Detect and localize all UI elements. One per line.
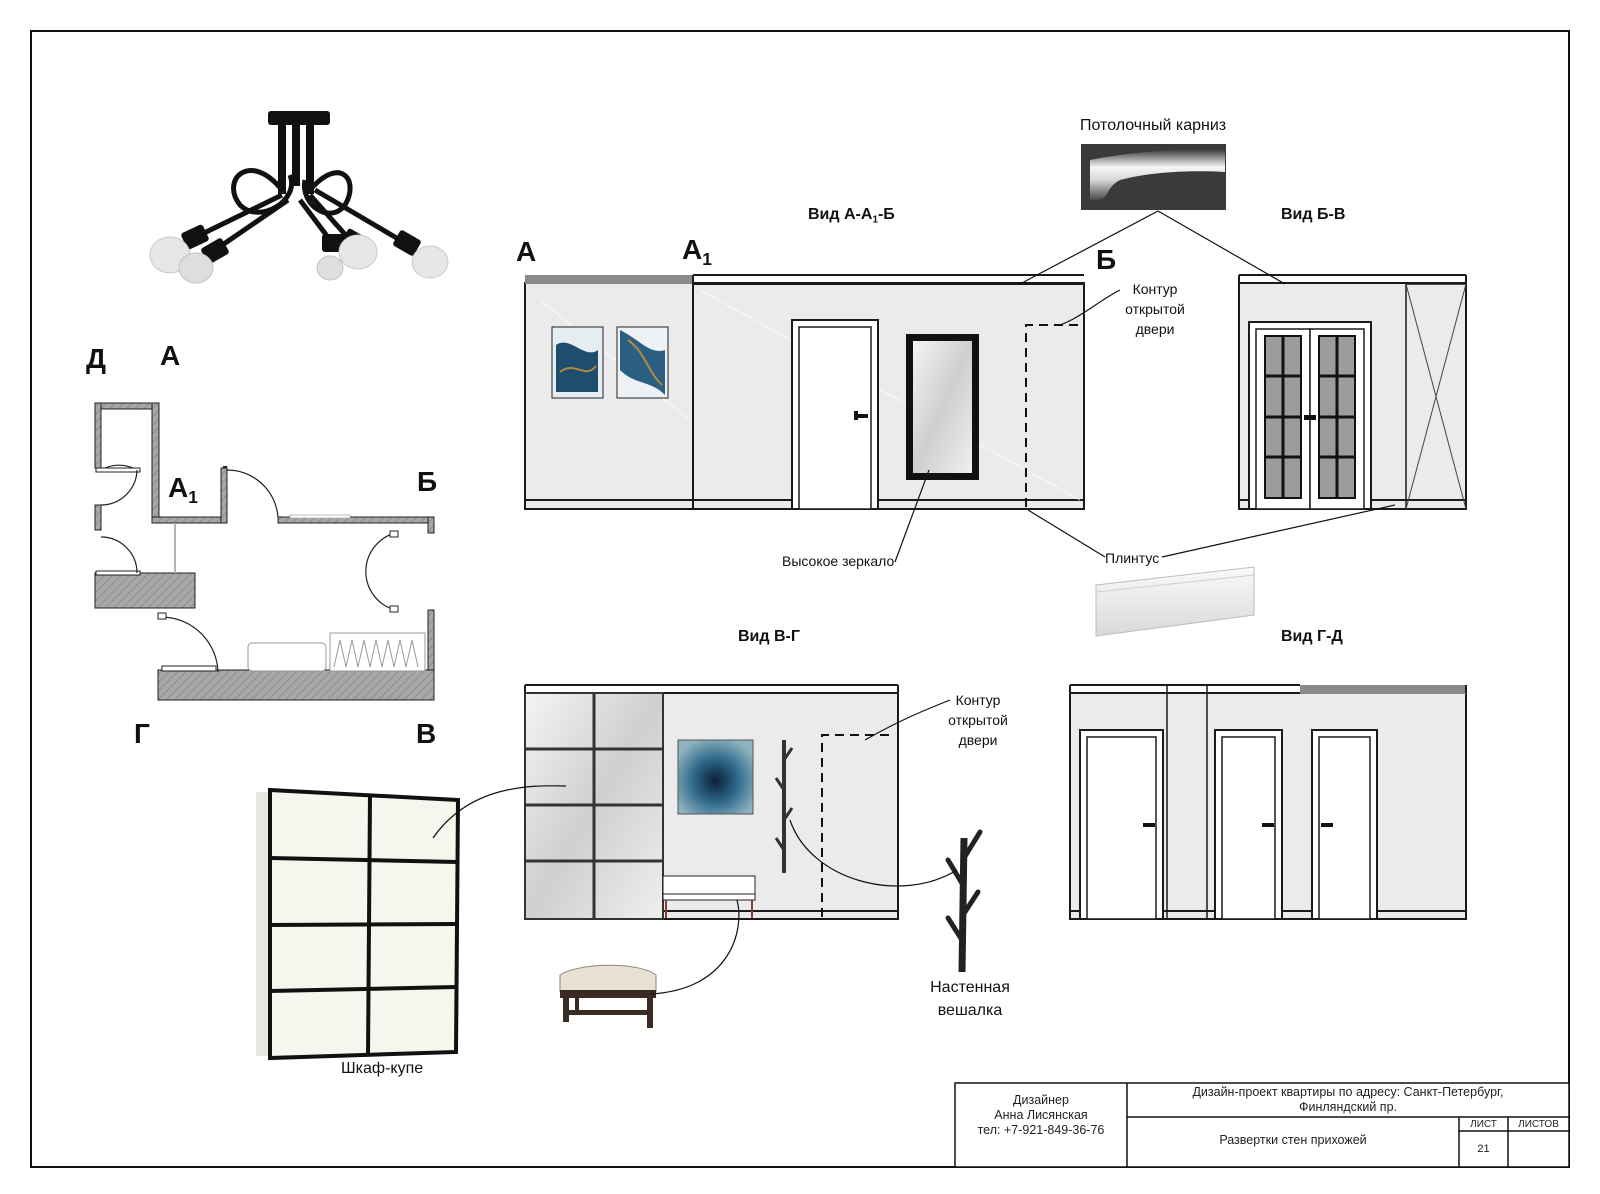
elevation-mark-a1-main: А [682, 234, 703, 265]
label-plinth: Плинтус [1105, 550, 1160, 566]
designer-phone: тел: +7-921-849-36-76 [977, 1123, 1105, 1137]
project-line2: Финляндский пр. [1299, 1100, 1397, 1114]
title-block [954, 1082, 1570, 1168]
view-title-g-d: Вид Г-Д [1281, 628, 1343, 645]
view-title-suffix: -Б [877, 206, 895, 223]
label-door-outline-bottom-line2: открытой [948, 712, 1008, 728]
sheet-label: ЛИСТ [1470, 1119, 1497, 1130]
sheet-frame [30, 30, 1570, 1168]
sheet-number: 21 [1477, 1143, 1490, 1155]
elevation-mark-a: А [516, 236, 537, 267]
designer-role: Дизайнер [1013, 1093, 1069, 1107]
label-door-outline-top: Контур открытой двери [1118, 279, 1192, 339]
sheet-title: Развертки стен прихожей [1219, 1133, 1367, 1147]
view-title-prefix: Вид А-А [808, 206, 873, 223]
plinth-sample [1095, 566, 1255, 637]
bench-illustration [559, 964, 657, 1028]
sheets-label: ЛИСТОВ [1518, 1119, 1559, 1130]
label-door-outline-bottom: Контур открытой двери [941, 690, 1015, 750]
wall-hanger-illustration [945, 829, 983, 973]
wardrobe-illustration [256, 787, 461, 1061]
label-wardrobe: Шкаф-купе [341, 1060, 424, 1077]
plan-mark-v: В [416, 718, 437, 749]
plan-mark-b: Б [417, 466, 438, 497]
label-door-outline-top-line2: открытой [1125, 301, 1185, 317]
label-door-outline-bottom-line1: Контур [955, 692, 1001, 708]
label-door-outline-bottom-line3: двери [958, 732, 998, 748]
elevation-mark-a1-sub: 1 [702, 249, 712, 270]
elevation-g-d [1069, 684, 1467, 920]
plan-mark-a1-main: А [168, 472, 189, 503]
elevation-b-v [1238, 274, 1467, 510]
plan-mark-a1: А1 [168, 472, 198, 508]
elevation-a-a1-b [524, 274, 1085, 510]
elevation-v-g [524, 684, 899, 920]
plan-mark-g: Г [134, 718, 150, 749]
title-block-designer: Дизайнер Анна Лисянская тел: +7-921-849-… [957, 1093, 1125, 1138]
label-door-outline-top-line1: Контур [1132, 281, 1178, 297]
project-line1: Дизайн-проект квартиры по адресу: Санкт-… [1192, 1085, 1504, 1099]
plan-mark-d: Д [86, 343, 106, 374]
floor-plan [94, 402, 435, 701]
chandelier-illustration [149, 111, 449, 284]
designer-name: Анна Лисянская [994, 1108, 1088, 1122]
label-door-outline-top-line3: двери [1135, 321, 1175, 337]
label-wall-hanger-line2: вешалка [937, 1002, 1003, 1019]
plan-mark-a: А [160, 340, 181, 371]
title-block-project: Дизайн-проект квартиры по адресу: Санкт-… [1129, 1085, 1567, 1115]
view-title-a-a1-b: Вид А-А1-Б [808, 206, 895, 225]
elevation-mark-a1: А1 [682, 234, 712, 270]
label-tall-mirror: Высокое зеркало [782, 553, 895, 569]
label-ceiling-cornice: Потолочный карниз [1080, 117, 1227, 134]
leader-lines [432, 210, 1396, 995]
plan-mark-a1-sub: 1 [188, 487, 198, 508]
ceiling-cornice-sample [1081, 144, 1226, 210]
view-title-v-g: Вид В-Г [738, 628, 800, 645]
label-wall-hanger: Настенная вешалка [925, 976, 1015, 1022]
label-wall-hanger-line1: Настенная [930, 979, 1010, 996]
view-title-sub: 1 [872, 214, 878, 226]
view-title-b-v: Вид Б-В [1281, 206, 1346, 223]
elevation-mark-b: Б [1096, 244, 1117, 275]
